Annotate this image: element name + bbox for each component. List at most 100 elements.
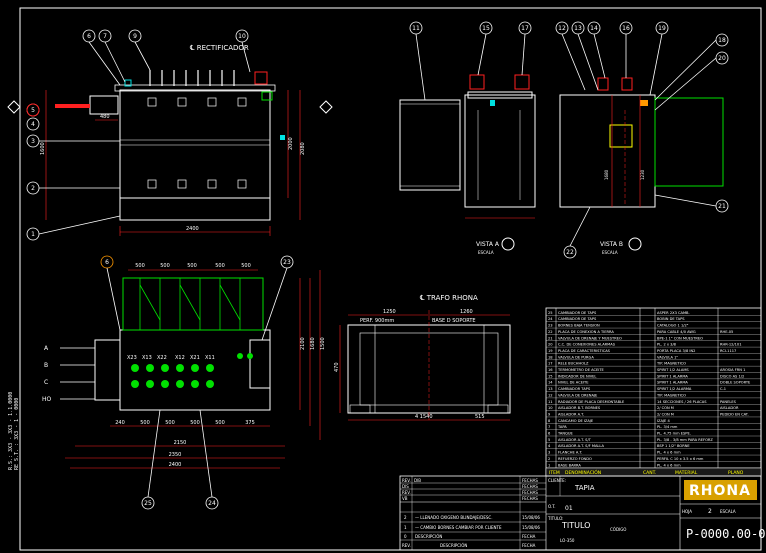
bom-item-material: 2/ CON M: [657, 412, 674, 416]
bom-item-number: 25: [548, 311, 553, 315]
dim-top-block: 480: [100, 114, 110, 120]
change-2-date: 15/08/06: [522, 525, 540, 530]
bom-item-number: 4: [548, 444, 551, 448]
bill-of-materials: ITEM DENOMINACIÓN CANT. MATERIAL PLANO 2…: [545, 307, 762, 477]
dim-left-height: 1600: [40, 142, 46, 155]
balloon-22: 22: [566, 249, 574, 256]
bom-item-number: 20: [548, 343, 553, 347]
view-b-tank: [559, 94, 656, 208]
bom-item-material: IZAJE 4: [657, 419, 670, 423]
bom-item-number: 22: [548, 330, 553, 334]
bom-item-plan: DISCO AS 1/2: [720, 374, 744, 378]
drawing-frame: [19, 7, 762, 551]
footer-desc: DESCRIPCIÓN: [440, 543, 467, 548]
plan-bottom-dim-6: 375: [245, 420, 255, 426]
bom-item-description: CAMBIADOR TAPS: [558, 387, 591, 391]
bom-item-description: FLANCHE A.T.: [558, 451, 582, 455]
plan-top-dim-1: 500: [135, 263, 145, 269]
rev-row-2-label: DIS: [402, 484, 409, 489]
bom-item-material: PL. 4.75 mm ESPE.: [657, 432, 691, 436]
plan-overall-2: 2350: [169, 452, 182, 458]
bom-item-description: CAMBIADOR DE TAPS: [558, 317, 597, 321]
plan-overall-1: 2150: [174, 440, 187, 446]
plan-view: X23 X13 X22 X12 X21 X11 A B C HO: [42, 255, 326, 510]
bom-item-material: SPIRIT 1/2 ALARMA: [657, 387, 692, 391]
change-2-text: — CAMBIO BORNES CAMBIAR POR CLIENTE: [415, 525, 502, 530]
bom-header-qty: CANT.: [643, 470, 656, 476]
change-1-n: 2: [404, 515, 407, 520]
trafo-dim-top-left: 1250: [383, 309, 396, 315]
trafo-pipe-label: PERF. 900mm: [360, 318, 394, 324]
sheet-number: 2: [708, 508, 712, 515]
bom-item-number: 16: [548, 368, 553, 372]
bom-item-number: 17: [548, 362, 553, 366]
bom-item-plan: RCI-1117: [720, 349, 736, 353]
bom-item-plan: C-1: [720, 387, 726, 391]
bom-item-material: ASPER 2X3 CAMB.: [657, 311, 690, 315]
balloon-18: 18: [718, 37, 726, 44]
bom-item-description: C.C. DE CONEXIONES ALARMAS: [558, 343, 616, 347]
bom-item-description: TANQUE: [557, 432, 574, 436]
rhona-logo: RHONA: [689, 483, 751, 499]
bom-item-number: 3: [548, 451, 550, 455]
balloon-16: 16: [622, 25, 630, 32]
balloon-9: 9: [133, 33, 137, 40]
bom-item-material: BPE-1 1" CON MUESTREO: [657, 336, 703, 340]
bom-item-number: 19: [548, 349, 553, 353]
bom-item-material: PL. 4 x 6 mm: [657, 451, 681, 455]
trafo-dim-top-right: 1260: [460, 309, 473, 315]
dim-overall-width: 2400: [186, 226, 199, 232]
plan-overall-3: 2400: [169, 462, 182, 468]
plan-top-dim-5: 500: [241, 263, 251, 269]
phase-ho: HO: [42, 396, 52, 403]
view-a-caption: VISTA A: [476, 241, 500, 248]
side-text-1: R.S.: 3X3 - 3X3 - 1.1.0000: [8, 392, 14, 470]
bom-item-number: 15: [548, 374, 553, 378]
title-block: REV. DIB FECHAS DIS FECHAS REV. FECHAS V…: [399, 475, 766, 551]
balloon-20: 20: [718, 55, 726, 62]
bom-item-description: PLACA DE CONEXION A TIERRA: [558, 330, 614, 334]
bom-item-description: CAMBIADOR DE TAPS: [558, 311, 597, 315]
bom-item-number: 12: [548, 393, 553, 397]
trafo-base-view: ℄ TRAFO RHONA 1250 1260 4 1540 515 PERF.…: [334, 294, 511, 421]
view-marker-a-left: [7, 100, 21, 114]
bom-item-description: VALVULA DE DRENAJE: [558, 393, 598, 397]
bom-item-number: 9: [548, 412, 551, 416]
bom-item-material: PERFIL C 10 x 3.5 x 6 mm: [657, 457, 704, 461]
change-3-date: FECHA: [522, 534, 536, 539]
view-b-scale: ESCALA: [602, 250, 618, 255]
bom-item-material: PL. 2 x 3/8: [657, 343, 677, 347]
balloon-7: 7: [103, 33, 107, 40]
plan-radiators: [122, 277, 264, 331]
rev-row-1-b: FECHAS: [522, 478, 538, 483]
change-1-text: — LLENADO OXIGENO BLINDAJE/DESC.: [415, 515, 493, 520]
bom-item-description: INDICADOR DE NIVEL: [558, 374, 596, 378]
balloon-4: 4: [31, 121, 35, 128]
bom-item-description: AISLADOR A.T. S/F MALLA: [558, 444, 605, 448]
plan-bottom-dim-4: 500: [190, 420, 200, 426]
plan-bottom-dim-5: 500: [215, 420, 225, 426]
trafo-pipe-label-2: BASE D SOPORTE: [432, 318, 476, 324]
bom-item-number: 5: [548, 438, 550, 442]
bom-header-item: ITEM: [549, 470, 560, 476]
view-a-radiator: [399, 99, 461, 191]
phase-c: C: [44, 379, 48, 386]
bom-item-description: VALVULA DE PURGA: [558, 355, 594, 359]
bom-item-number: 6: [548, 432, 551, 436]
bom-item-number: 10: [548, 406, 553, 410]
bom-item-description: RADIADOR DE PLACA DESMONTABLE: [558, 400, 625, 404]
balloon-5: 5: [31, 107, 35, 114]
bom-item-plan: AROSIA FRN 1: [720, 368, 745, 372]
rev-row-1-label: REV.: [402, 478, 411, 483]
bom-item-number: 18: [548, 355, 553, 359]
code-label: CÓDIGO: [610, 527, 626, 532]
bom-item-number: 13: [548, 387, 553, 391]
view-b-radiator: [654, 97, 724, 187]
bom-item-description: PLACA DE CARACTERISTICAS: [558, 349, 611, 353]
view-b-dim-2: 1230: [640, 169, 645, 180]
phase-b: B: [44, 362, 48, 369]
balloon-25: 25: [144, 500, 152, 507]
view-a-scale: ESCALA: [478, 250, 494, 255]
bom-item-plan: PANELES: [720, 400, 737, 404]
ot-label: O.T.: [548, 504, 556, 509]
